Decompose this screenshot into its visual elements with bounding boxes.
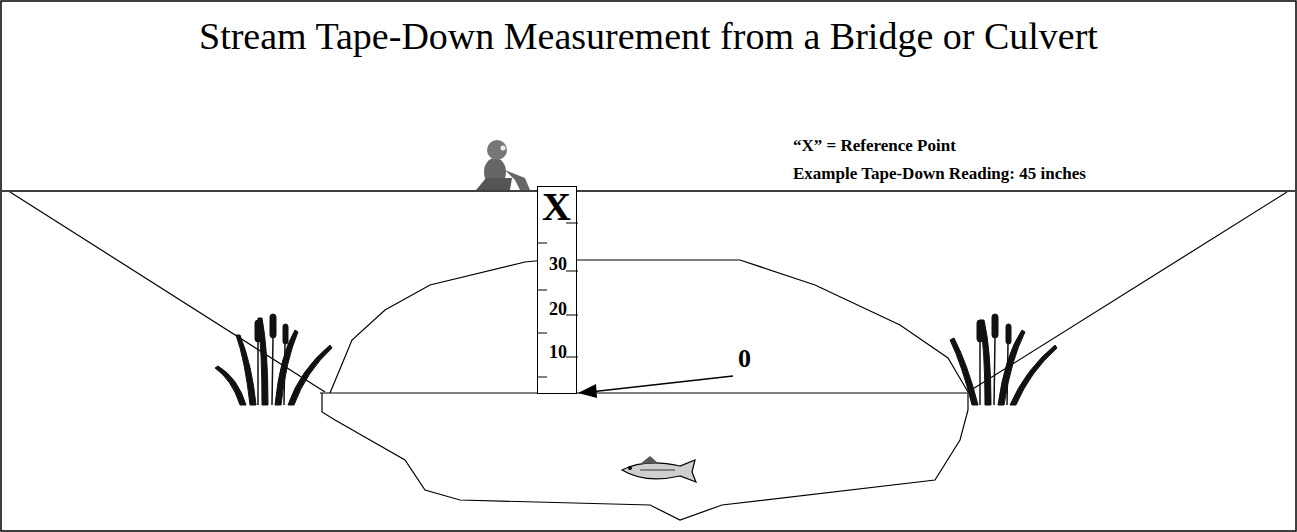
right-bank <box>968 192 1287 392</box>
reference-mark: X <box>542 187 571 227</box>
cattails-right <box>950 314 1057 405</box>
bridge-deck <box>2 190 1295 192</box>
reference-note: “X” = Reference Point <box>793 136 956 156</box>
tape-mark: 20 <box>549 300 567 318</box>
zero-leader <box>578 376 733 398</box>
person-figure <box>476 140 530 190</box>
tape-mark: 10 <box>549 343 567 361</box>
cattails-left <box>215 314 332 405</box>
measuring-tape: X 30 20 10 <box>537 186 577 394</box>
zero-label: 0 <box>738 344 751 374</box>
stream-bed <box>322 393 968 520</box>
fish <box>622 456 696 482</box>
tape-mark: 30 <box>549 255 567 273</box>
left-bank <box>10 192 325 392</box>
example-reading-note: Example Tape-Down Reading: 45 inches <box>793 164 1086 184</box>
diagram-title: Stream Tape-Down Measurement from a Brid… <box>199 14 1098 58</box>
water-surface <box>320 392 968 393</box>
culvert-arch <box>330 260 968 393</box>
